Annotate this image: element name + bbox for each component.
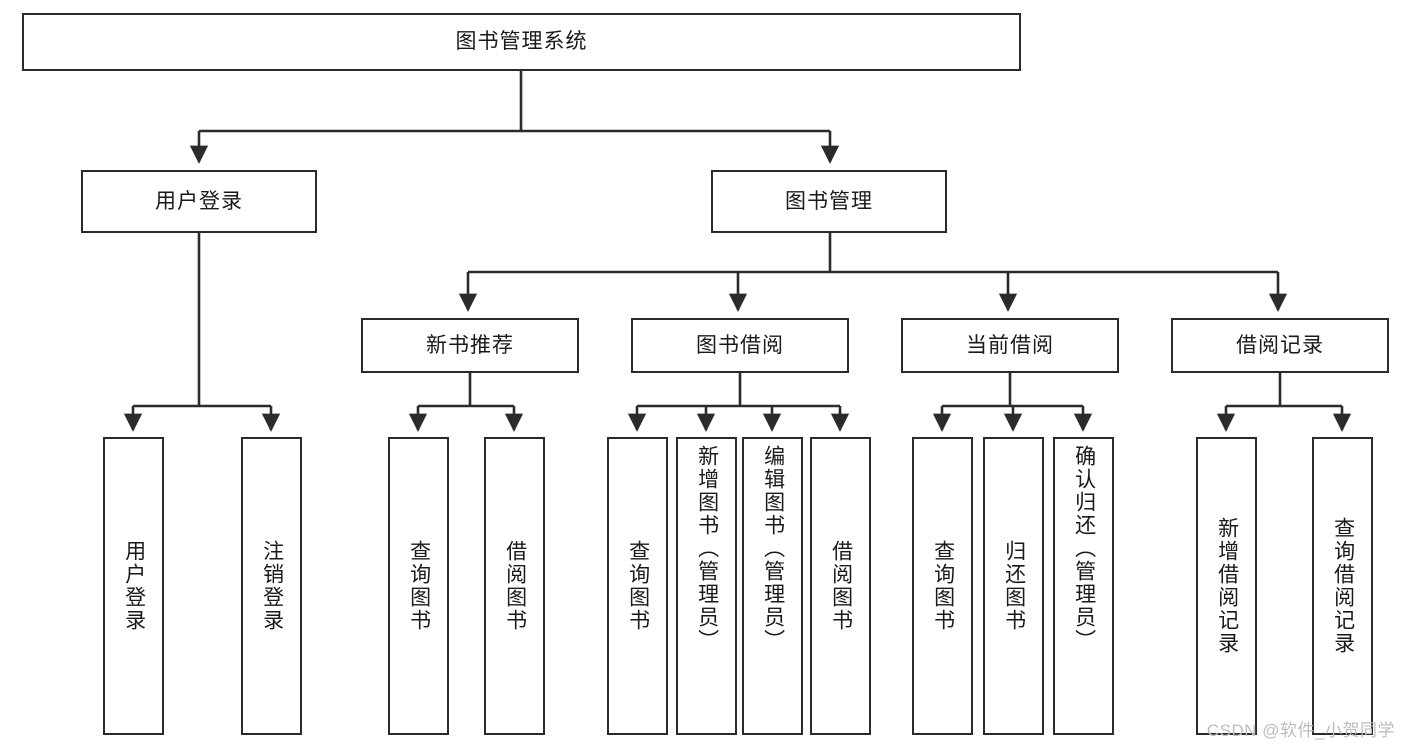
node-current-borrow-label: 当前借阅 xyxy=(966,333,1054,357)
leaf-user-login-label: 用户登录 xyxy=(122,540,146,632)
connector-borrow-record-bus xyxy=(1226,373,1342,408)
node-new-book-recommend[interactable]: 新书推荐 xyxy=(361,318,579,373)
leaf-borrow-book-2[interactable]: 借阅图书 xyxy=(810,437,871,735)
leaf-user-logout-label: 注销登录 xyxy=(260,540,284,632)
node-book-borrow[interactable]: 图书借阅 xyxy=(631,318,849,373)
connector-book-manage-bus xyxy=(468,233,1278,274)
leaf-confirm-return[interactable]: 确认归还（管理员） xyxy=(1053,437,1114,735)
leaf-query-book-1-label: 查询图书 xyxy=(407,540,431,632)
leaf-edit-book[interactable]: 编辑图书（管理员） xyxy=(742,437,803,735)
leaf-confirm-return-label: 确认归还（管理员） xyxy=(1072,445,1096,652)
node-book-manage[interactable]: 图书管理 xyxy=(711,170,947,233)
node-user-login[interactable]: 用户登录 xyxy=(81,170,317,233)
connector-book-borrow-bus xyxy=(637,373,840,408)
node-root-label: 图书管理系统 xyxy=(455,30,588,54)
node-root[interactable]: 图书管理系统 xyxy=(22,13,1021,71)
leaf-borrow-book-1-label: 借阅图书 xyxy=(503,540,527,632)
leaf-add-borrow-record-label: 新增借阅记录 xyxy=(1215,517,1239,655)
leaf-query-book-1[interactable]: 查询图书 xyxy=(388,437,449,735)
node-new-book-recommend-label: 新书推荐 xyxy=(426,333,514,357)
leaf-user-login[interactable]: 用户登录 xyxy=(103,437,164,735)
node-current-borrow[interactable]: 当前借阅 xyxy=(901,318,1119,373)
leaf-return-book-label: 归还图书 xyxy=(1002,540,1026,632)
leaf-add-book-label: 新增图书（管理员） xyxy=(695,445,719,652)
node-book-borrow-label: 图书借阅 xyxy=(696,333,784,357)
leaf-edit-book-label: 编辑图书（管理员） xyxy=(761,445,785,652)
leaf-add-borrow-record[interactable]: 新增借阅记录 xyxy=(1196,437,1257,735)
leaf-query-book-2-label: 查询图书 xyxy=(626,540,650,632)
connector-current-borrow-bus xyxy=(942,373,1083,408)
node-borrow-record[interactable]: 借阅记录 xyxy=(1171,318,1389,373)
leaf-query-book-3-label: 查询图书 xyxy=(931,540,955,632)
leaf-query-borrow-record-label: 查询借阅记录 xyxy=(1331,517,1355,655)
leaf-query-borrow-record[interactable]: 查询借阅记录 xyxy=(1312,437,1373,735)
leaf-return-book[interactable]: 归还图书 xyxy=(983,437,1044,735)
node-user-login-label: 用户登录 xyxy=(155,189,243,213)
node-borrow-record-label: 借阅记录 xyxy=(1236,333,1324,357)
leaf-borrow-book-1[interactable]: 借阅图书 xyxy=(484,437,545,735)
leaf-add-book[interactable]: 新增图书（管理员） xyxy=(676,437,737,735)
connector-root-to-level2 xyxy=(199,71,830,133)
connector-user-login-bus xyxy=(133,233,271,408)
leaf-query-book-2[interactable]: 查询图书 xyxy=(607,437,668,735)
leaf-query-book-3[interactable]: 查询图书 xyxy=(912,437,973,735)
leaf-borrow-book-2-label: 借阅图书 xyxy=(829,540,853,632)
node-book-manage-label: 图书管理 xyxy=(785,189,873,213)
connector-new-book-recommend-bus xyxy=(418,373,514,408)
leaf-user-logout[interactable]: 注销登录 xyxy=(241,437,302,735)
